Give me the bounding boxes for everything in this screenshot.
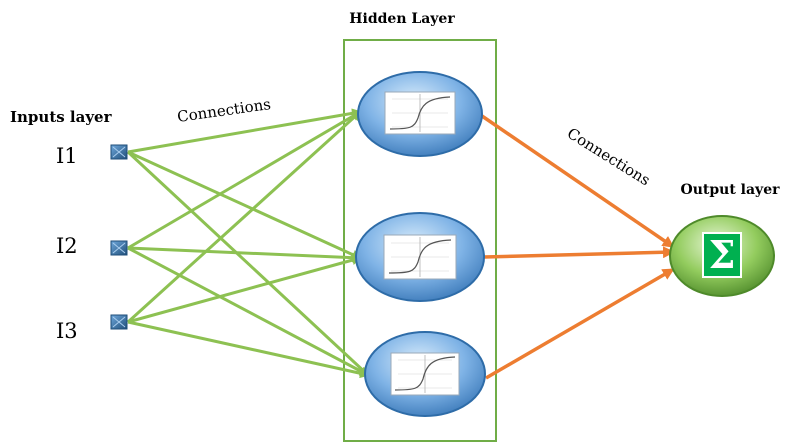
- connection-i1-h2: [127, 150, 362, 260]
- connection-h2-out: [483, 246, 675, 259]
- hidden-node-1: [357, 71, 483, 157]
- input-2-label: I2: [56, 234, 78, 258]
- input-node-1: [110, 144, 128, 160]
- output-connections: [481, 114, 675, 380]
- sigma-summation-icon: Σ: [702, 232, 742, 278]
- connection-i2-h1: [127, 110, 362, 250]
- connection-i3-h3: [127, 320, 370, 379]
- input-connections: [126, 108, 370, 379]
- connection-h1-out: [481, 114, 675, 248]
- input-node-2: [110, 240, 128, 256]
- sigmoid-graph-icon: [384, 91, 456, 135]
- connection-i2-h3: [127, 246, 370, 377]
- hidden-node-2: [355, 212, 485, 302]
- connection-i1-h1: [127, 108, 362, 154]
- sigma-symbol: Σ: [709, 232, 736, 277]
- input-node-3: [110, 314, 128, 330]
- connection-i3-h1: [126, 110, 362, 324]
- connection-i3-h2: [127, 255, 362, 324]
- connections-left-label: Connections: [176, 95, 272, 126]
- sigmoid-graph-icon: [383, 234, 457, 280]
- square-node-icon-detail: [112, 146, 126, 158]
- connection-h3-out: [485, 268, 675, 380]
- input-1-label: I1: [56, 144, 78, 168]
- sigmoid-graph-icon: [390, 352, 460, 396]
- square-node-icon-detail: [112, 316, 126, 328]
- output-node: Σ: [669, 215, 775, 297]
- hidden-layer-label: Hidden Layer: [349, 11, 455, 27]
- connection-i2-h2: [127, 246, 362, 263]
- input-3-label: I3: [56, 319, 78, 343]
- inputs-layer-label: Inputs layer: [10, 108, 113, 126]
- connection-i1-h3: [126, 150, 370, 377]
- output-layer-label: Output layer: [681, 182, 781, 198]
- hidden-node-3: [364, 331, 486, 417]
- hidden-layer-box: [343, 39, 497, 442]
- square-node-icon-detail: [112, 242, 126, 254]
